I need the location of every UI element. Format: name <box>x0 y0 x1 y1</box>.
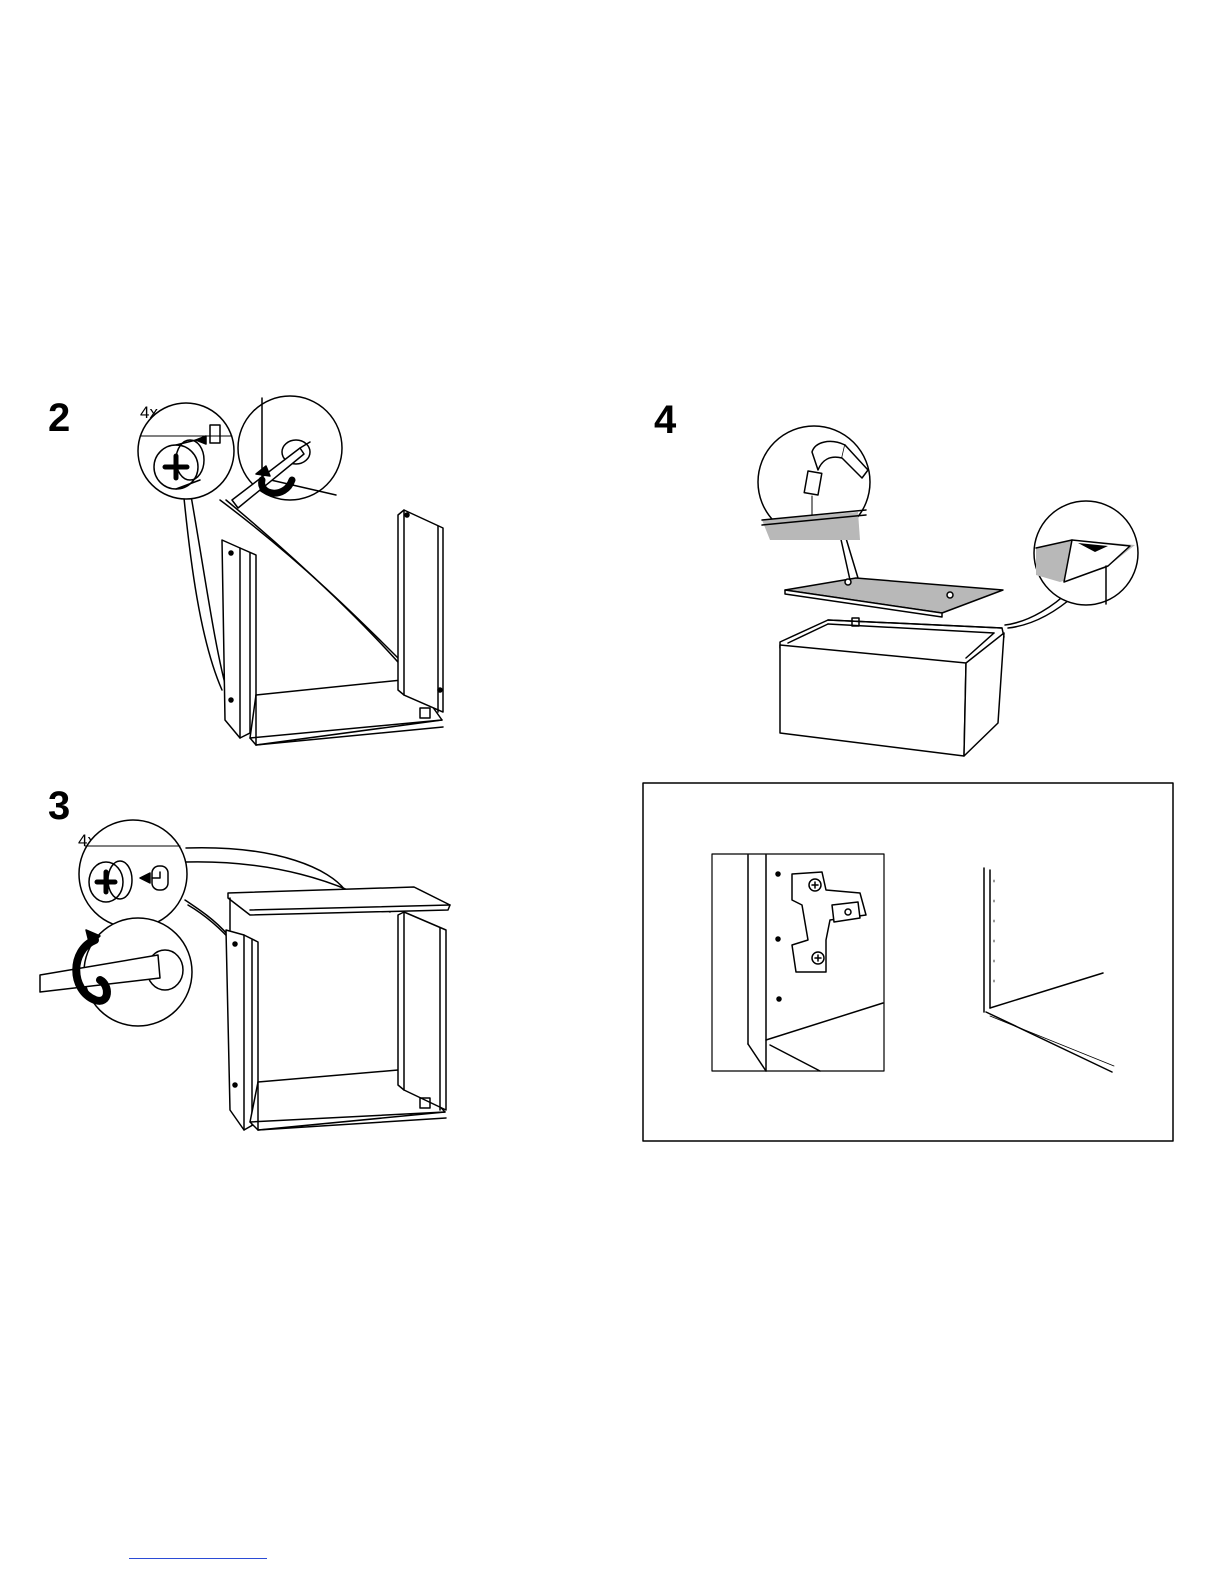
hinge-icon <box>792 872 866 972</box>
hinge-info-box <box>643 783 1173 1141</box>
cabinet-corner-detail <box>984 868 1114 1072</box>
step-3-illustration <box>40 820 450 1130</box>
step-2-illustration <box>138 396 443 745</box>
footer-rule <box>129 1558 267 1559</box>
step-4-illustration <box>758 426 1138 756</box>
